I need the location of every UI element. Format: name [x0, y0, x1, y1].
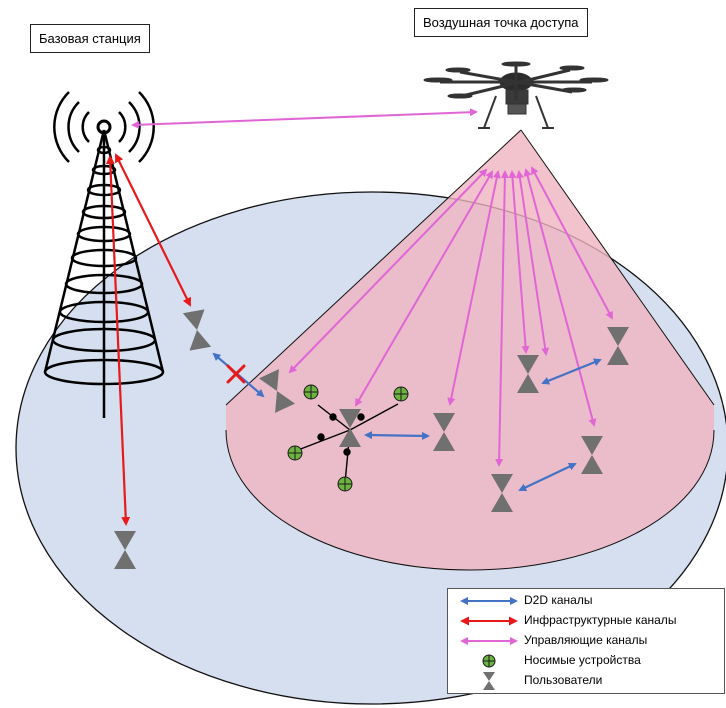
legend-item-d2d: D2D каналы: [448, 591, 724, 611]
legend-label-d2d: D2D каналы: [524, 593, 593, 607]
infrastructure-link: [105, 155, 131, 526]
infrastructure-link-swatch: [460, 616, 518, 626]
control-link: [447, 170, 501, 406]
blocked-link-mark: [226, 364, 246, 384]
aerial-access-point-label: Воздушная точка доступа: [414, 8, 588, 37]
infrastructure-links: [105, 153, 191, 526]
wearable-connectors: [297, 403, 399, 484]
control-link: [131, 108, 478, 129]
legend-item-control: Управляющие каналы: [448, 631, 724, 651]
legend-label-wearables: Носимые устройства: [524, 653, 641, 667]
hourglass-user-icon: [483, 672, 495, 690]
drone-icon: [423, 61, 609, 129]
wearable-device: [287, 445, 303, 461]
control-link: [531, 166, 613, 320]
d2d-link-swatch: [460, 597, 518, 605]
control-link-swatch: [460, 637, 518, 645]
uav-coverage-cone: [225, 129, 715, 571]
d2d-link: [364, 431, 430, 440]
wearable-device: [337, 476, 353, 492]
control-link: [495, 170, 509, 467]
legend-label-control: Управляющие каналы: [524, 633, 648, 647]
legend-item-users: Пользователи: [448, 671, 724, 691]
legend-label-infrastructure: Инфраструктурные каналы: [524, 613, 677, 627]
legend-label-users: Пользователи: [524, 673, 603, 687]
crossed-circle-icon: [482, 654, 496, 668]
base-station-label: Базовая станция: [30, 24, 150, 53]
wearable-device: [303, 384, 319, 400]
d2d-link: [518, 462, 577, 492]
wearable-device: [393, 386, 409, 402]
legend-item-infrastructure: Инфраструктурные каналы: [448, 611, 724, 631]
d2d-link: [541, 358, 602, 385]
legend-item-wearables: Носимые устройства: [448, 651, 724, 671]
legend: D2D каналы Инфраструктурные каналы Управ…: [447, 588, 725, 694]
